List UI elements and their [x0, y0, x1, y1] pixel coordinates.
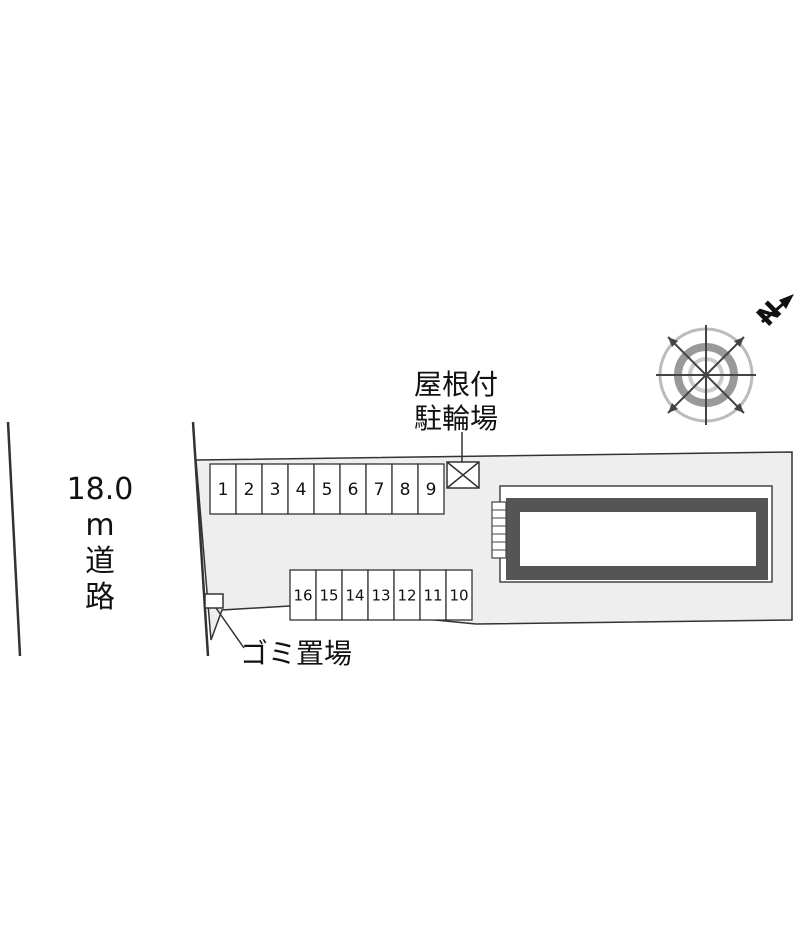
parking-stall — [341, 569, 369, 621]
parking-stall-number: 10 — [449, 586, 468, 604]
road-edge-left — [6, 421, 22, 657]
road-unit: m — [85, 508, 115, 543]
bicycle-parking-label-line2: 駐輪場 — [414, 402, 499, 435]
road-width: 18.0 — [66, 472, 134, 507]
parking-stall — [235, 463, 263, 515]
parking-stall-number: 2 — [244, 480, 255, 500]
parking-stall — [393, 569, 421, 621]
parking-stall-number: 6 — [348, 480, 359, 500]
garbage-area-label: ゴミ置場 — [240, 637, 353, 670]
road-name-2: 路 — [85, 580, 115, 615]
parking-stall-number: 3 — [270, 480, 281, 500]
parking-stall — [289, 569, 317, 621]
building — [491, 485, 773, 583]
parking-stall-number: 14 — [345, 586, 364, 604]
parking-stall-number: 8 — [400, 480, 411, 500]
parking-stall-number: 16 — [293, 586, 312, 604]
parking-stall-number: 13 — [371, 586, 390, 604]
parking-stall — [445, 569, 473, 621]
parking-stall — [365, 463, 393, 515]
garbage-area-box — [204, 593, 224, 609]
staircase — [491, 501, 507, 559]
parking-stall — [261, 463, 289, 515]
parking-stall-number: 5 — [322, 480, 333, 500]
parking-stall — [419, 569, 447, 621]
parking-row-bottom: 16 15 14 13 12 11 10 — [289, 569, 473, 621]
parking-stall-number: 7 — [374, 480, 385, 500]
compass-icon: N — [656, 294, 794, 425]
parking-stall-number: 4 — [296, 480, 307, 500]
parking-stall-number: 9 — [426, 480, 437, 500]
parking-stall-number: 1 — [218, 480, 229, 500]
parking-stall-number: 15 — [319, 586, 338, 604]
road-label: 18.0 m 道 路 — [60, 472, 140, 616]
road-name-1: 道 — [85, 544, 115, 579]
parking-stall-number: 12 — [397, 586, 416, 604]
parking-stall-number: 11 — [423, 586, 442, 604]
bicycle-parking-symbol — [446, 461, 480, 489]
parking-stall — [209, 463, 237, 515]
parking-stall — [391, 463, 419, 515]
garbage-area-leader — [215, 607, 245, 649]
bicycle-parking-label: 屋根付 駐輪場 — [414, 368, 498, 436]
parking-stall — [367, 569, 395, 621]
parking-stall — [417, 463, 445, 515]
bicycle-parking-label-line1: 屋根付 — [414, 368, 499, 401]
